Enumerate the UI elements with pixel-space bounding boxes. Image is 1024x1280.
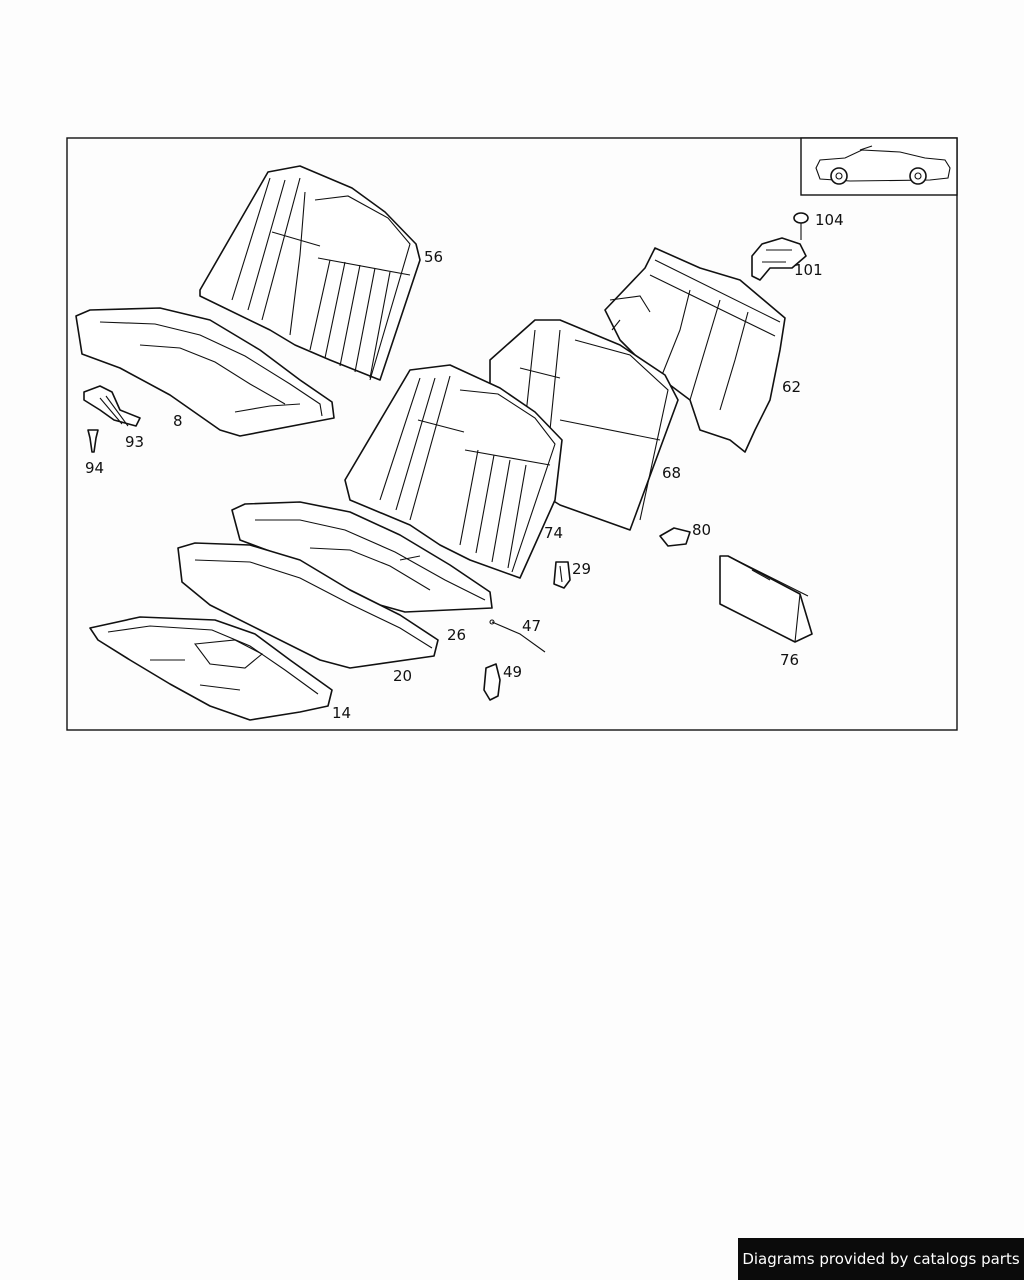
label-101: 101 (794, 261, 823, 279)
label-29: 29 (572, 560, 591, 578)
label-56: 56 (424, 248, 443, 266)
label-74: 74 (544, 524, 563, 542)
label-20: 20 (393, 667, 412, 685)
part-76-armrest (719, 555, 813, 643)
label-93: 93 (125, 433, 144, 451)
label-8: 8 (173, 412, 183, 430)
label-26: 26 (447, 626, 466, 644)
part-101-clip (751, 237, 807, 281)
part-62-backrest-frame (604, 247, 786, 453)
label-104: 104 (815, 211, 844, 229)
part-29-latch (553, 561, 571, 589)
part-74-backrest (344, 364, 563, 579)
part-26-seat-cushion (231, 501, 493, 613)
part-49-hook (483, 663, 501, 701)
label-94: 94 (85, 459, 104, 477)
credit-banner: Diagrams provided by catalogs parts (738, 1238, 1024, 1280)
part-8-seat-cushion (75, 307, 335, 437)
part-56-rear-backrest (199, 165, 421, 381)
convertible-car-icon (800, 137, 958, 196)
label-62: 62 (782, 378, 801, 396)
part-20-seat-base (177, 542, 439, 669)
label-80: 80 (692, 521, 711, 539)
part-80-clip (659, 527, 691, 547)
part-94-screw (87, 429, 99, 453)
diagram-frame (66, 137, 958, 731)
label-47: 47 (522, 617, 541, 635)
label-49: 49 (503, 663, 522, 681)
part-47-wire (489, 619, 546, 653)
label-14: 14 (332, 704, 351, 722)
part-104-screw (793, 212, 809, 240)
part-93-bracket (83, 385, 141, 427)
part-14-seat-pan (89, 616, 333, 721)
label-68: 68 (662, 464, 681, 482)
label-76: 76 (780, 651, 799, 669)
